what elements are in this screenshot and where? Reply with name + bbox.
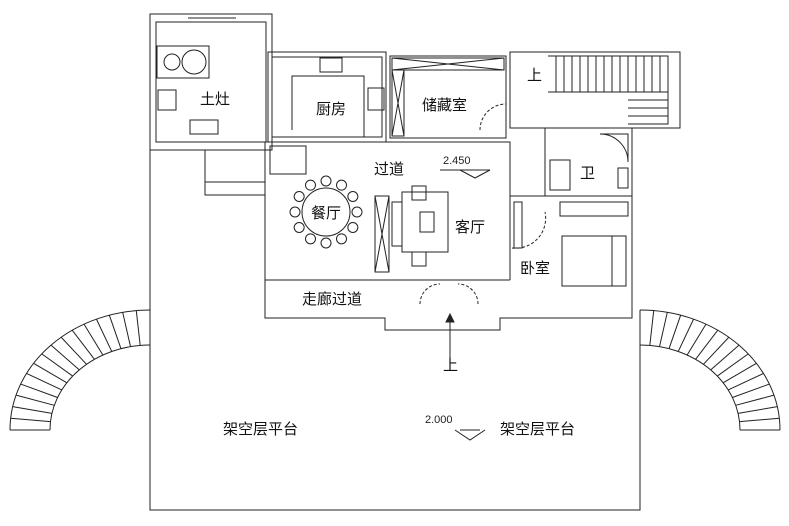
kitchen-walls: [267, 51, 387, 143]
room-label-stove: 土灶: [200, 90, 231, 108]
curved-step: [50, 344, 80, 371]
dining-chair: [320, 237, 332, 249]
level-mark-lower: 2.000: [425, 414, 453, 426]
dining-chair: [351, 206, 363, 218]
stairs-up-label: 上: [527, 66, 543, 84]
dining-chair: [305, 233, 316, 245]
level-mark-upper: 2.450: [443, 155, 471, 167]
curved-step: [722, 362, 757, 384]
room-label-storage: 储藏室: [422, 96, 468, 114]
storage-walls: [389, 55, 507, 139]
room-label-bedroom: 卧室: [520, 259, 551, 277]
bathroom-walls: [544, 127, 633, 197]
dining-chair: [336, 233, 347, 245]
main-hall-walls: [264, 141, 523, 305]
dining-chair: [347, 191, 359, 202]
curved-step: [732, 383, 770, 398]
curved-step: [710, 344, 740, 371]
curved-step: [668, 315, 682, 349]
curved-step: [703, 336, 730, 365]
room-label-dining: 餐厅: [311, 204, 342, 222]
curved-step: [739, 417, 780, 423]
curved-step: [15, 394, 55, 406]
curved-step: [649, 310, 655, 346]
room-label-bathroom: 卫: [580, 164, 596, 182]
curved-step: [677, 318, 695, 352]
curved-step: [33, 362, 68, 384]
curved-step: [727, 372, 764, 391]
dining-chair: [320, 175, 332, 187]
stove-room-walls: [149, 13, 273, 151]
curved-step: [686, 323, 707, 356]
curved-step: [10, 417, 51, 423]
curved-step: [659, 312, 668, 347]
room-label-platform-right: 架空层平台: [500, 420, 576, 438]
curved-step: [135, 310, 141, 346]
curved-step: [83, 323, 104, 356]
dining-chair: [347, 222, 359, 233]
dining-chair: [293, 191, 305, 202]
room-label-living: 客厅: [455, 218, 486, 236]
curved-step: [122, 312, 131, 347]
curved-step: [41, 353, 73, 377]
curved-step: [717, 353, 749, 377]
curved-step: [735, 394, 775, 406]
curved-step: [71, 329, 95, 360]
room-label-hallway: 过道: [374, 160, 405, 178]
curved-step: [20, 383, 58, 398]
entry-up-label: 上: [443, 356, 459, 374]
room-label-corridor: 走廊过道: [302, 290, 363, 308]
curved-step: [108, 315, 122, 349]
dining-chair: [305, 179, 316, 191]
room-label-kitchen: 厨房: [316, 100, 347, 118]
curved-stairs-left: [9, 309, 151, 431]
curved-step: [737, 406, 778, 414]
room-label-platform-left: 架空层平台: [223, 420, 299, 438]
curved-stairs-right: [639, 309, 781, 431]
curved-step: [60, 336, 87, 365]
dining-chair: [336, 179, 347, 191]
curved-step: [26, 372, 63, 391]
curved-step: [95, 318, 113, 352]
bedroom-walls: [510, 195, 633, 319]
dining-chair: [293, 222, 305, 233]
curved-step: [695, 329, 719, 360]
curved-step: [12, 406, 53, 414]
dining-chair: [289, 206, 301, 218]
